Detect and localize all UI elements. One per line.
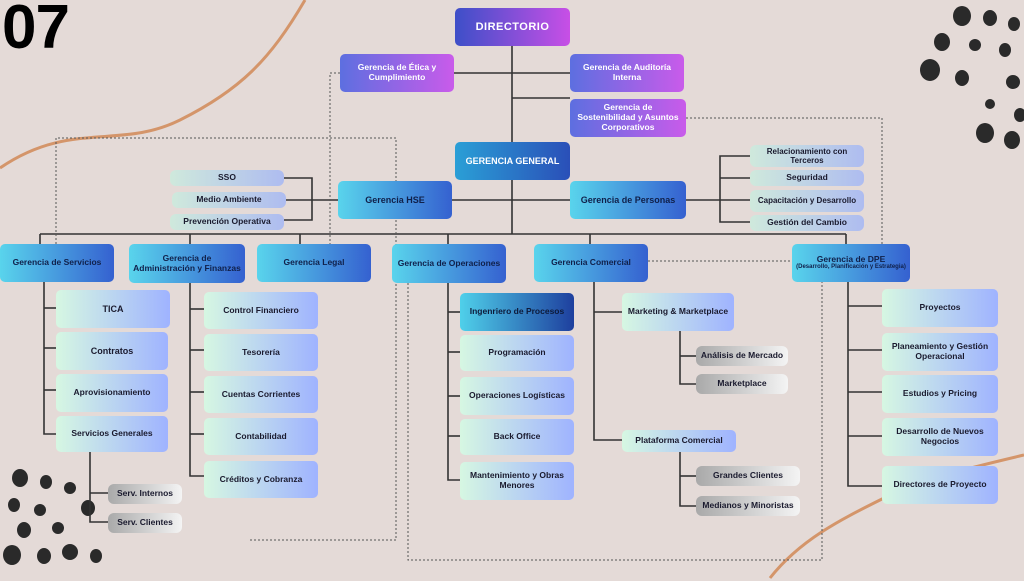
creditos-box[interactable]: Créditos y Cobranza — [204, 461, 318, 498]
dots-bottom-left — [3, 469, 102, 565]
contabilidad-box[interactable]: Contabilidad — [204, 418, 318, 455]
admin-box[interactable]: Gerencia de Administración y Finanzas — [129, 244, 245, 283]
sostenibilidad-box[interactable]: Gerencia de Sostenibilidad y Asuntos Cor… — [570, 99, 686, 137]
personas-box[interactable]: Gerencia de Personas — [570, 181, 686, 219]
slide-number: 07 — [2, 0, 70, 62]
prevencion-pill[interactable]: Prevención Operativa — [170, 214, 284, 230]
seguridad-pill[interactable]: Seguridad — [750, 170, 864, 186]
serv-clientes-pill[interactable]: Serv. Clientes — [108, 513, 182, 533]
capacitacion-pill[interactable]: Capacitación y Desarrollo — [750, 190, 864, 212]
dpe-subtitle: (Desarrollo, Planificación y Estrategia) — [796, 264, 906, 271]
programacion-box[interactable]: Programación — [460, 335, 574, 371]
solid-connectors — [39, 46, 882, 523]
cuentas-box[interactable]: Cuentas Corrientes — [204, 376, 318, 413]
relacionamiento-pill[interactable]: Relacionamiento con Terceros — [750, 145, 864, 167]
orange-curve-top — [0, 0, 307, 170]
medianos-pill[interactable]: Medianos y Minoristas — [696, 496, 800, 516]
dots-top-right — [920, 6, 1024, 149]
hse-box[interactable]: Gerencia HSE — [338, 181, 452, 219]
comercial-box[interactable]: Gerencia Comercial — [534, 244, 648, 282]
directorio-box[interactable]: DIRECTORIO — [455, 8, 570, 46]
marketing-box[interactable]: Marketing & Marketplace — [622, 293, 734, 331]
dpe-box[interactable]: Gerencia de DPE (Desarrollo, Planificaci… — [792, 244, 910, 282]
legal-box[interactable]: Gerencia Legal — [257, 244, 371, 282]
grandes-pill[interactable]: Grandes Clientes — [696, 466, 800, 486]
contratos-box[interactable]: Contratos — [56, 332, 168, 370]
tesoreria-box[interactable]: Tesorería — [204, 334, 318, 371]
dpe-title: Gerencia de DPE — [816, 253, 886, 264]
tica-box[interactable]: TICA — [56, 290, 170, 328]
marketplace-pill[interactable]: Marketplace — [696, 374, 788, 394]
servicios-generales-box[interactable]: Servicios Generales — [56, 416, 168, 452]
mantenimiento-box[interactable]: Mantenimiento y Obras Menores — [460, 462, 574, 500]
medio-ambiente-pill[interactable]: Medio Ambiente — [172, 192, 286, 208]
sso-pill[interactable]: SSO — [170, 170, 284, 186]
ingeniero-box[interactable]: Ingenriero de Procesos — [460, 293, 574, 331]
auditoria-box[interactable]: Gerencia de Auditoría Interna — [570, 54, 684, 92]
operaciones-box[interactable]: Gerencia de Operaciones — [392, 244, 506, 283]
backoffice-box[interactable]: Back Office — [460, 419, 574, 455]
etica-box[interactable]: Gerencia de Ética y Cumplimiento — [340, 54, 454, 92]
aprovisionamiento-box[interactable]: Aprovisionamiento — [56, 374, 168, 412]
control-financiero-box[interactable]: Control Financiero — [204, 292, 318, 329]
serv-internos-pill[interactable]: Serv. Internos — [108, 484, 182, 504]
servicios-box[interactable]: Gerencia de Servicios — [0, 244, 114, 282]
plataforma-box[interactable]: Plataforma Comercial — [622, 430, 736, 452]
logisticas-box[interactable]: Operaciones Logísticas — [460, 377, 574, 415]
desarrollo-box[interactable]: Desarrollo de Nuevos Negocios — [882, 418, 998, 456]
cambio-pill[interactable]: Gestión del Cambio — [750, 215, 864, 231]
proyectos-box[interactable]: Proyectos — [882, 289, 998, 327]
estudios-box[interactable]: Estudios y Pricing — [882, 375, 998, 413]
analisis-pill[interactable]: Análisis de Mercado — [696, 346, 788, 366]
planeamiento-box[interactable]: Planeamiento y Gestión Operacional — [882, 333, 998, 371]
directores-box[interactable]: Directores de Proyecto — [882, 466, 998, 504]
gerencia-general-box[interactable]: GERENCIA GENERAL — [455, 142, 570, 180]
dashed-connectors — [55, 72, 883, 561]
